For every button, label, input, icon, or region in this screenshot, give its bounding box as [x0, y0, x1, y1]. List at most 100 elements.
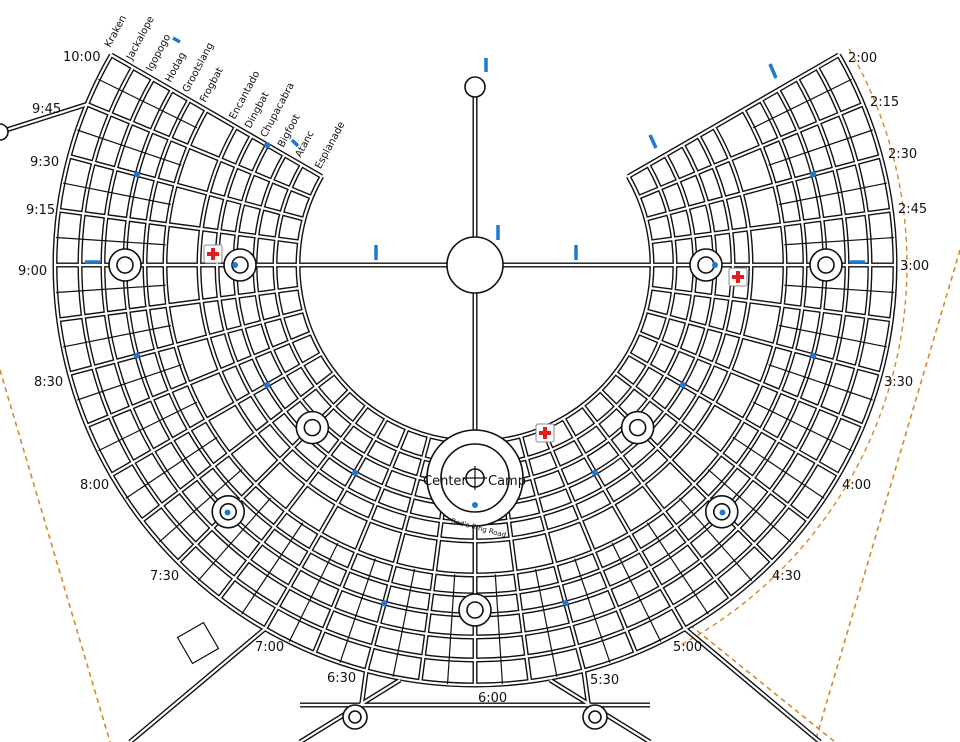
- minor-street: [62, 182, 172, 206]
- radial-street-inner: [581, 404, 732, 599]
- blue-marker: [719, 509, 726, 516]
- time-label: 9:45: [32, 102, 61, 117]
- time-label: 5:00: [673, 640, 702, 655]
- time-label: 6:00: [478, 691, 507, 706]
- radial-street-inner: [562, 417, 686, 630]
- boundary-line: [814, 249, 960, 742]
- radial-street-inner: [110, 54, 323, 178]
- radial-street-inner: [650, 287, 892, 321]
- blue-marker: [224, 509, 231, 516]
- time-label: 6:30: [327, 671, 356, 686]
- street-label-kraken: Kraken: [103, 14, 129, 50]
- radial-street-inner: [627, 352, 840, 476]
- minor-street: [77, 129, 182, 166]
- minor-street: [125, 436, 218, 499]
- minor-street: [494, 574, 504, 685]
- blue-marker: [264, 142, 271, 148]
- radial-street-inner: [86, 331, 312, 427]
- radial-street-inner: [541, 428, 637, 654]
- medical-cross-icon: [732, 271, 744, 283]
- center-camp-labels: Center Camp Rod's Ring Road: [423, 474, 526, 539]
- map-features: [0, 36, 895, 730]
- airport-circle-inner: [588, 710, 602, 724]
- minor-street: [241, 522, 304, 615]
- minor-street: [611, 542, 662, 642]
- blue-marker: [133, 171, 140, 178]
- medical-cross-icon: [207, 248, 219, 260]
- radial-street-inner: [650, 209, 892, 243]
- time-label: 4:30: [772, 569, 801, 584]
- radial-street-inner: [58, 209, 300, 243]
- minor-street: [778, 182, 888, 206]
- airport-circle-inner: [348, 710, 362, 724]
- time-label: 2:45: [898, 202, 927, 217]
- radial-street-inner: [110, 352, 323, 476]
- road-west-inner: [0, 103, 88, 134]
- minor-street: [768, 364, 873, 401]
- radial-street-inner: [645, 155, 881, 221]
- blue-marker: [290, 138, 300, 148]
- time-label: 8:30: [34, 375, 63, 390]
- blue-marker: [810, 171, 817, 178]
- time-label: 10:00: [63, 50, 100, 65]
- blue-marker: [648, 134, 658, 149]
- road-network-fill: [0, 54, 897, 742]
- minor-street: [784, 236, 895, 246]
- radial-street-inner: [365, 435, 431, 671]
- temple-circle: [464, 76, 486, 98]
- road-network: [0, 52, 898, 742]
- time-label: 5:30: [590, 673, 619, 688]
- center-camp-label-left: Center: [423, 474, 467, 489]
- blue-marker: [264, 382, 271, 388]
- plaza-center: [303, 418, 322, 437]
- time-label: 9:30: [30, 155, 59, 170]
- airport-building: [176, 621, 220, 665]
- minor-street: [392, 568, 416, 678]
- minor-street: [77, 364, 182, 401]
- minor-street: [55, 236, 166, 246]
- blue-marker: [592, 469, 598, 476]
- minor-street: [574, 558, 611, 663]
- street-label-hodag: Hodag: [164, 51, 189, 85]
- radial-street-inner: [69, 155, 305, 221]
- radial-street-inner: [218, 404, 369, 599]
- time-label: 3:00: [900, 259, 929, 274]
- the-man-circle: [446, 236, 504, 294]
- minor-street: [446, 574, 456, 685]
- radial-street-inner: [638, 331, 864, 427]
- city-boundary-fence: [0, 48, 960, 742]
- boundary-line: [689, 624, 836, 742]
- street-label-esplanade: Esplanade: [313, 120, 347, 171]
- time-label: 2:30: [888, 147, 917, 162]
- radial-street-inner: [645, 309, 881, 375]
- road-gate-left-inner: [129, 627, 266, 742]
- radial-street-inner: [58, 287, 300, 321]
- minor-street: [768, 129, 873, 166]
- blue-marker: [810, 352, 817, 359]
- road-gate-right-inner: [684, 627, 821, 742]
- radial-street-inner: [614, 371, 809, 522]
- time-label: 7:30: [150, 569, 179, 584]
- time-label: 3:30: [884, 375, 913, 390]
- radial-street-inner: [141, 371, 336, 522]
- minor-street: [752, 401, 852, 452]
- minor-street: [707, 468, 792, 543]
- radial-street-inner: [313, 428, 409, 654]
- blue-marker: [352, 469, 358, 476]
- blue-marker: [768, 63, 778, 79]
- radial-street-inner: [69, 309, 305, 375]
- time-label: 9:15: [26, 203, 55, 218]
- center-camp-label-right: Camp: [488, 474, 526, 489]
- boundary-arc: [680, 48, 908, 646]
- minor-street: [197, 497, 272, 582]
- minor-street: [55, 284, 166, 294]
- minor-street: [732, 436, 825, 499]
- minor-street: [98, 401, 198, 452]
- minor-street: [784, 284, 895, 294]
- west-circle: [0, 123, 9, 141]
- minor-street: [646, 522, 709, 615]
- time-label: 9:00: [18, 264, 47, 279]
- plaza-center: [116, 256, 134, 274]
- minor-street: [778, 324, 888, 348]
